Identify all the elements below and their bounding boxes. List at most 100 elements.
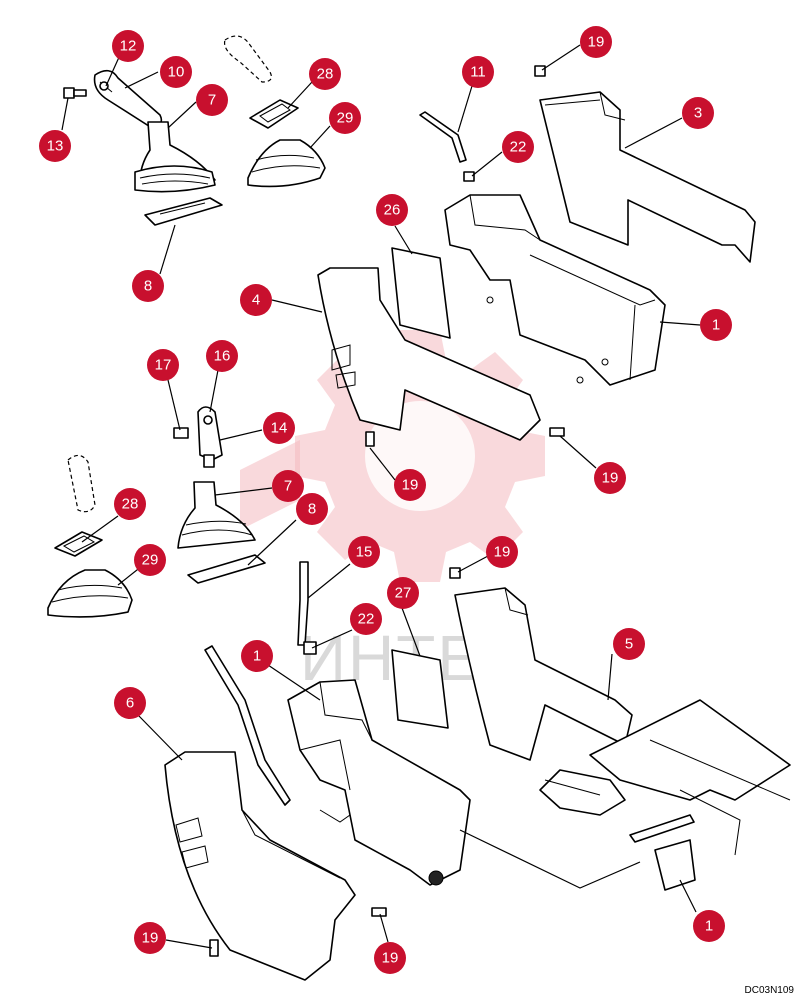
bolt-19-lower-top-part [449,567,461,579]
bolt-19-mid-part [365,431,375,447]
callout-19-bottom-right: 19 [374,942,406,974]
callout-13: 13 [39,130,71,162]
console-1-lower-part [287,679,471,886]
side-panel-3-part [539,91,756,263]
callout-7-middle: 7 [272,470,304,502]
boot-plate-middle-part [187,554,266,584]
callout-28-middle: 28 [114,488,146,520]
drawing-code-label: DC03N109 [744,985,794,996]
svg-text:10: 10 [168,64,185,81]
svg-text:19: 19 [588,34,605,51]
svg-text:15: 15 [356,544,373,561]
callout-14: 14 [263,412,295,444]
svg-text:11: 11 [470,64,486,81]
svg-text:1: 1 [712,317,720,334]
svg-text:29: 29 [142,552,159,569]
callout-17: 17 [147,349,179,381]
svg-text:27: 27 [395,585,412,602]
callout-29: 29 [329,102,361,134]
pad-27-part [391,649,449,729]
svg-text:19: 19 [142,930,159,947]
ghost-knob-outline [223,35,272,83]
svg-text:22: 22 [510,139,527,156]
svg-text:12: 12 [120,38,137,55]
console-1-upper-part [444,194,666,386]
boot-plate-part [144,197,223,226]
svg-text:19: 19 [494,544,511,561]
pad-26-part [391,247,451,339]
boot-29-middle-part [47,569,133,618]
svg-text:22: 22 [358,611,375,628]
callout-1-frame: 1 [693,910,725,942]
callout-22-lower: 22 [350,603,382,635]
callout-29-middle: 29 [134,544,166,576]
svg-text:14: 14 [271,420,288,437]
bolt-19-right-part [549,427,565,437]
rod-15-part [297,561,309,646]
rod-11-part [419,111,467,163]
side-panel-4-part [317,267,541,441]
svg-text:28: 28 [122,496,139,513]
callout-28: 28 [309,58,341,90]
callout-8-middle: 8 [296,493,328,525]
boot-29-part [247,139,326,188]
callout-11: 11 [462,56,494,88]
callout-4: 4 [240,284,272,316]
callout-1: 1 [700,309,732,341]
callout-10: 10 [160,56,192,88]
svg-text:8: 8 [308,501,316,518]
svg-text:4: 4 [252,292,260,309]
lever-boot-middle-part [177,481,256,549]
callout-22: 22 [502,131,534,163]
callout-16: 16 [206,340,238,372]
svg-text:1: 1 [705,918,713,935]
bolt-19-top-part [534,65,546,77]
svg-text:6: 6 [126,695,134,712]
callout-8: 8 [132,270,164,302]
plate-28-middle-part [54,531,103,557]
callout-19: 19 [580,26,612,58]
lever-knob-14-part [197,406,223,468]
bolt-part [63,87,87,99]
callout-7: 7 [196,84,228,116]
connection-line [459,829,641,889]
bolt-19-bottom-right-part [371,907,387,917]
long-lever-part [204,645,291,806]
callout-5: 5 [613,628,645,660]
side-panel-5-part [454,587,633,761]
svg-text:5: 5 [625,636,633,653]
svg-text:19: 19 [402,477,419,494]
callout-19-bottom-left: 19 [134,922,166,954]
svg-text:8: 8 [144,278,152,295]
svg-text:3: 3 [694,105,702,122]
svg-text:19: 19 [382,950,399,967]
callout-26: 26 [376,194,408,226]
side-panel-6-part [164,751,356,981]
callout-6: 6 [114,687,146,719]
bolt-17-part [173,427,189,439]
callout-1-lower: 1 [241,640,273,672]
svg-text:19: 19 [602,470,619,487]
nut-22-part [463,171,475,182]
lever-handle-part [93,69,163,129]
callout-15: 15 [348,536,380,568]
svg-text:13: 13 [47,138,64,155]
lever-boot-part [134,121,216,193]
plate-28-part [249,99,299,129]
callout-19-right: 19 [594,462,626,494]
svg-text:26: 26 [384,202,401,219]
svg-text:29: 29 [337,110,354,127]
callout-27: 27 [387,577,419,609]
callout-19-middle: 19 [394,469,426,501]
callout-3: 3 [682,97,714,129]
nut-22-lower-part [303,641,317,655]
svg-text:17: 17 [155,357,172,374]
svg-text:28: 28 [317,66,334,83]
callout-12: 12 [112,30,144,62]
ghost-knob-middle-outline [67,454,96,513]
svg-text:7: 7 [208,92,216,109]
linkage-part [539,769,696,891]
frame-part [589,699,791,856]
leader-lines [61,44,701,949]
